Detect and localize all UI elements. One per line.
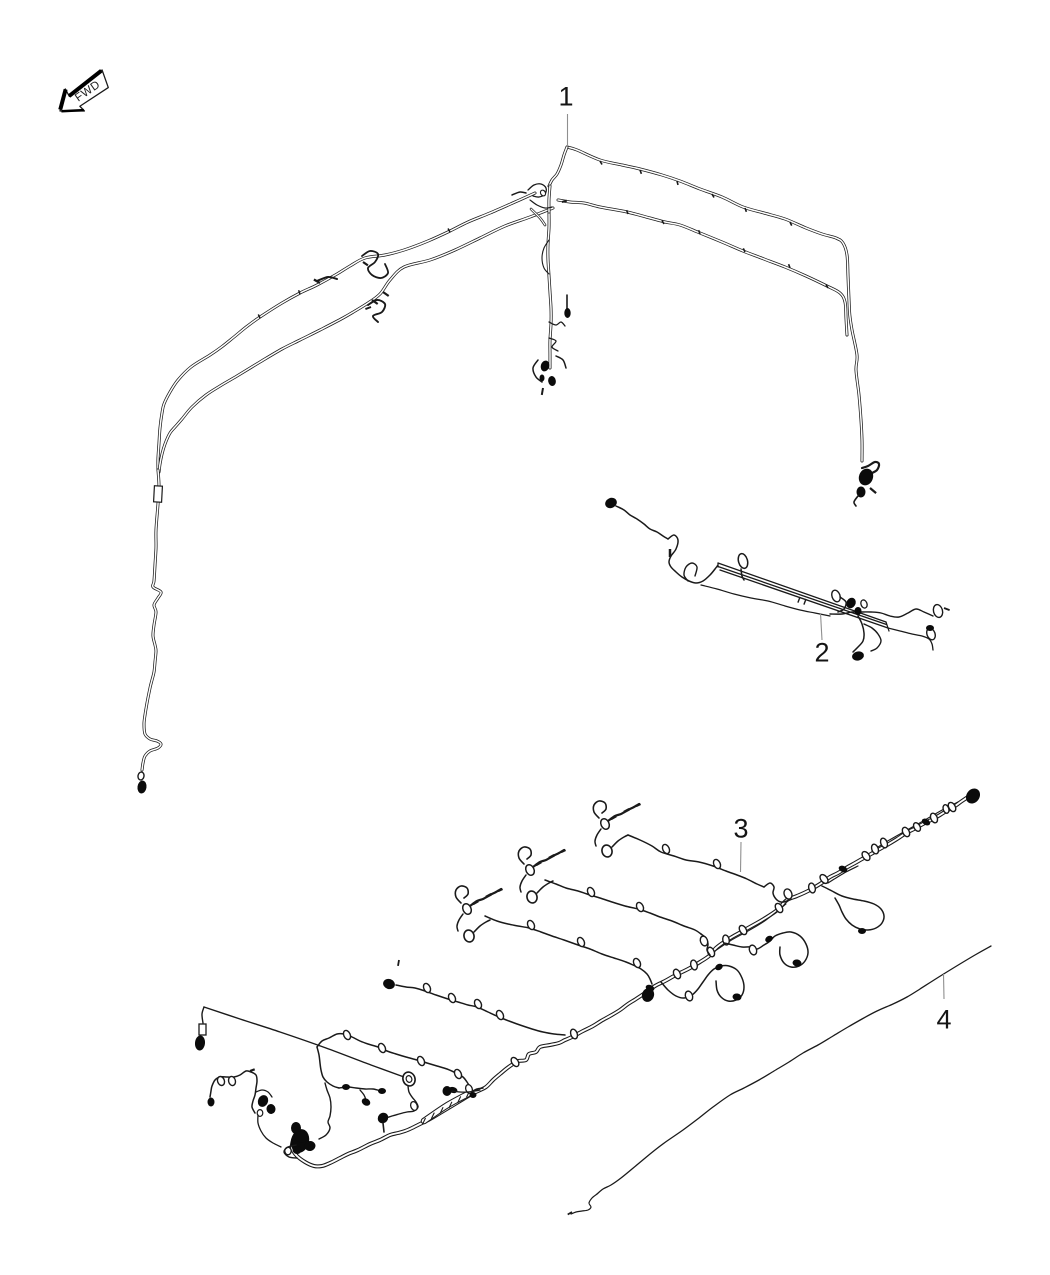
svg-text:2: 2 bbox=[814, 638, 829, 668]
svg-text:3: 3 bbox=[733, 814, 748, 844]
svg-text:4: 4 bbox=[936, 1005, 951, 1035]
svg-text:1: 1 bbox=[558, 82, 573, 112]
